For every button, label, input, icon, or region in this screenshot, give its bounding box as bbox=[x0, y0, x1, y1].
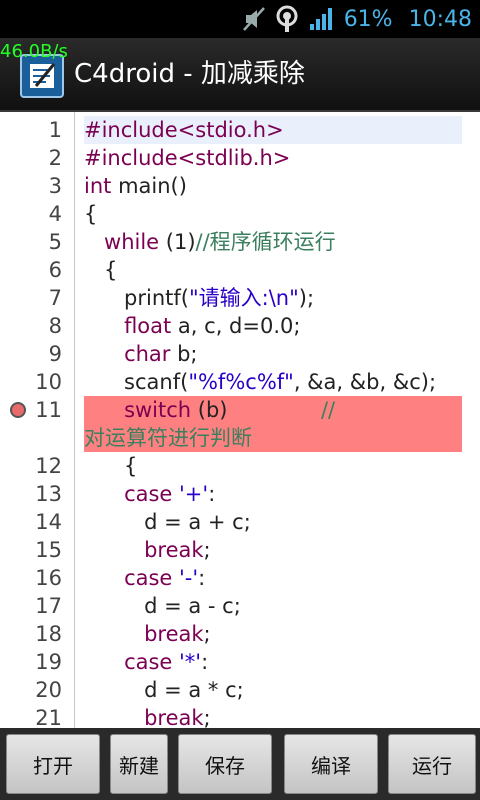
app-title: C4droid - 加减乘除 bbox=[74, 59, 305, 89]
network-speed: 46.0B/s bbox=[0, 41, 68, 62]
breakpoint-line-highlight bbox=[84, 396, 462, 452]
code-text[interactable]: { bbox=[84, 258, 118, 282]
code-line[interactable]: 4{ bbox=[0, 200, 480, 228]
code-line[interactable]: 5 while (1)//程序循环运行 bbox=[0, 228, 480, 256]
code-text[interactable]: case '-': bbox=[124, 566, 206, 590]
code-line[interactable]: 18 break; bbox=[0, 620, 480, 648]
line-number: 5 bbox=[48, 230, 62, 254]
code-text[interactable]: int main() bbox=[84, 174, 187, 198]
line-number: 19 bbox=[35, 650, 62, 674]
code-line[interactable]: 10 scanf("%f%c%f", &a, &b, &c); bbox=[0, 368, 480, 396]
code-text[interactable]: d = a * c; bbox=[84, 678, 244, 702]
code-line[interactable]: 3 int main() bbox=[0, 172, 480, 200]
code-line[interactable]: 11 switch (b) // bbox=[0, 396, 480, 424]
save-button[interactable]: 保存 bbox=[178, 734, 272, 794]
code-text[interactable]: d = a - c; bbox=[84, 594, 241, 618]
code-line[interactable]: 7 printf("请输入:\n"); bbox=[0, 284, 480, 312]
code-line[interactable]: 6 { bbox=[0, 256, 480, 284]
code-line[interactable]: 13 case '+': bbox=[0, 480, 480, 508]
code-line[interactable]: 21 break; bbox=[0, 704, 480, 728]
code-line[interactable]: 2 #include<stdlib.h> bbox=[0, 144, 480, 172]
code-text[interactable]: char b; bbox=[124, 342, 198, 366]
gutter-divider bbox=[74, 112, 75, 728]
line-number: 20 bbox=[35, 678, 62, 702]
line-number: 16 bbox=[35, 566, 62, 590]
line-number: 4 bbox=[48, 202, 62, 226]
line-number: 14 bbox=[35, 510, 62, 534]
code-text[interactable]: { bbox=[84, 454, 138, 478]
code-line[interactable]: 20 d = a * c; bbox=[0, 676, 480, 704]
line-number: 10 bbox=[35, 370, 62, 394]
line-number: 6 bbox=[48, 258, 62, 282]
compile-button[interactable]: 编译 bbox=[284, 734, 378, 794]
line-number: 9 bbox=[48, 342, 62, 366]
code-line[interactable]: 8 float a, c, d=0.0; bbox=[0, 312, 480, 340]
line-number: 12 bbox=[35, 454, 62, 478]
code-line[interactable]: 9 char b; bbox=[0, 340, 480, 368]
line-number: 15 bbox=[35, 538, 62, 562]
line-number: 21 bbox=[35, 706, 62, 728]
app-logo-icon bbox=[20, 54, 64, 98]
code-text[interactable]: break; bbox=[144, 622, 211, 646]
line-number: 1 bbox=[48, 118, 62, 142]
code-text[interactable]: float a, c, d=0.0; bbox=[124, 314, 301, 338]
line-number: 17 bbox=[35, 594, 62, 618]
new-button[interactable]: 新建 bbox=[110, 734, 168, 794]
current-line-highlight bbox=[84, 116, 462, 144]
line-number: 3 bbox=[48, 174, 62, 198]
title-bar: C4droid - 加减乘除 bbox=[0, 38, 480, 112]
code-text[interactable]: case '*': bbox=[124, 650, 209, 674]
line-number: 7 bbox=[48, 286, 62, 310]
code-line[interactable]: 12 { bbox=[0, 452, 480, 480]
code-line[interactable]: 15 break; bbox=[0, 536, 480, 564]
code-line[interactable]: 19 case '*': bbox=[0, 648, 480, 676]
code-text[interactable]: scanf("%f%c%f", &a, &b, &c); bbox=[84, 370, 437, 394]
code-text[interactable]: { bbox=[84, 202, 98, 226]
bottom-toolbar: 打开 新建 保存 编译 运行 bbox=[0, 728, 480, 800]
breakpoint-icon[interactable] bbox=[10, 402, 26, 418]
wifi-hotspot-icon bbox=[276, 5, 298, 32]
code-text[interactable]: 对运算符进行判断 bbox=[84, 426, 252, 450]
code-line[interactable]: 对运算符进行判断 bbox=[0, 424, 480, 452]
line-number: 11 bbox=[35, 398, 62, 422]
code-text[interactable]: #include<stdlib.h> bbox=[84, 146, 291, 170]
code-text[interactable]: while (1)//程序循环运行 bbox=[104, 230, 336, 254]
code-text[interactable]: case '+': bbox=[124, 482, 216, 506]
code-line[interactable]: 17 d = a - c; bbox=[0, 592, 480, 620]
code-line[interactable]: 14 d = a + c; bbox=[0, 508, 480, 536]
code-text[interactable]: d = a + c; bbox=[84, 510, 251, 534]
code-editor[interactable]: 1 #include<stdio.h> 2 #include<stdlib.h> 3 in… bbox=[0, 112, 480, 728]
signal-icon bbox=[309, 8, 332, 30]
code-text[interactable]: switch (b) // bbox=[124, 398, 336, 422]
code-line[interactable]: 1 #include<stdio.h> bbox=[0, 116, 480, 144]
line-number: 8 bbox=[48, 314, 62, 338]
code-line[interactable]: 16 case '-': bbox=[0, 564, 480, 592]
clock: 10:48 bbox=[408, 6, 472, 32]
code-text[interactable]: #include<stdio.h> bbox=[84, 118, 284, 142]
line-number: 18 bbox=[35, 622, 62, 646]
open-button[interactable]: 打开 bbox=[6, 734, 100, 794]
mute-icon bbox=[242, 7, 265, 31]
line-number: 2 bbox=[48, 146, 62, 170]
battery-level: 61% bbox=[343, 6, 393, 32]
status-bar: 61% 10:48 bbox=[0, 0, 480, 38]
code-text[interactable]: break; bbox=[144, 538, 211, 562]
line-number: 13 bbox=[35, 482, 62, 506]
run-button[interactable]: 运行 bbox=[388, 734, 476, 794]
code-text[interactable]: printf("请输入:\n"); bbox=[84, 286, 315, 310]
code-text[interactable]: break; bbox=[144, 706, 211, 728]
